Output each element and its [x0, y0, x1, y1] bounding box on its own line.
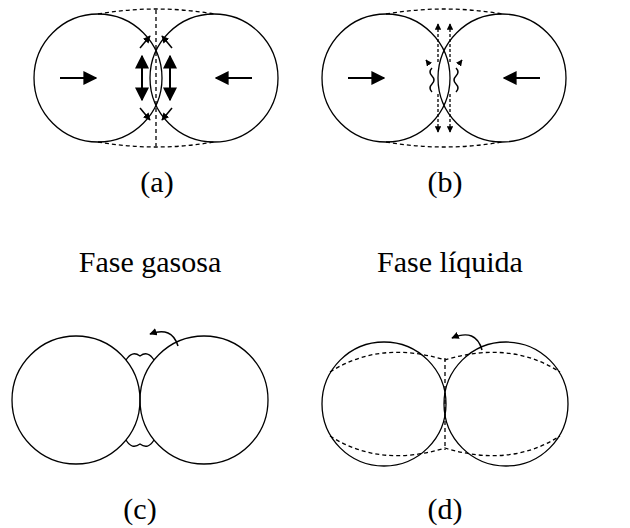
phase-label: Fase gasosa: [79, 247, 221, 277]
panel-label: (c): [123, 494, 156, 524]
particle: [140, 336, 268, 464]
particle: [444, 342, 568, 466]
particle: [322, 342, 446, 466]
panel-label: (d): [428, 494, 463, 524]
particle: [34, 14, 162, 142]
phase-label: Fase líquida: [377, 247, 523, 277]
panel-label: (a): [140, 167, 173, 197]
particle: [438, 14, 566, 142]
panel-label: (b): [428, 167, 463, 197]
particle: [150, 14, 278, 142]
particle: [12, 336, 140, 464]
particle: [322, 14, 450, 142]
